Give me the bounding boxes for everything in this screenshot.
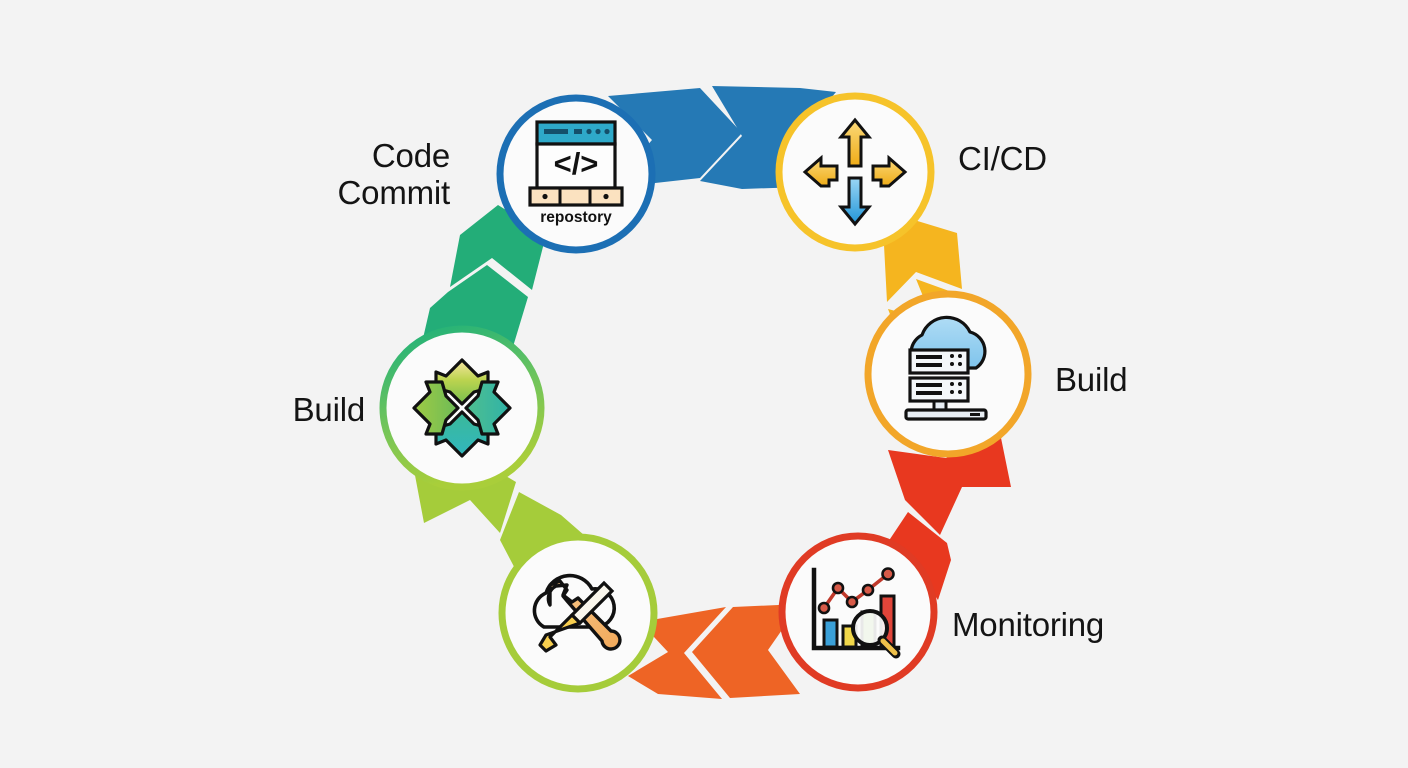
node-monitoring[interactable] (778, 532, 938, 692)
svg-text:</>: </> (554, 146, 599, 181)
repository-browser-icon: </> (528, 120, 624, 207)
arrow-monitor-to-ops (628, 604, 800, 699)
node-ci-cd[interactable] (775, 92, 935, 252)
screwdriver-icon (538, 580, 615, 653)
converging-arrows-icon (412, 358, 512, 458)
repository-icon-caption: repostory (540, 209, 612, 226)
node-code-commit[interactable]: </> repostory (496, 94, 656, 254)
cloud-server-icon (904, 315, 988, 421)
label-build-right: Build (1055, 361, 1128, 398)
four-way-arrows-icon (802, 117, 908, 227)
cloud-tools-icon (532, 573, 622, 653)
node-operate-tools[interactable] (498, 533, 658, 693)
label-ci-cd: CI/CD (958, 140, 1047, 177)
node-build-right[interactable] (864, 290, 1032, 458)
label-build-left: Build (292, 391, 366, 428)
label-monitoring: Monitoring (952, 606, 1105, 643)
node-build-left[interactable] (379, 325, 545, 491)
label-code-commit: Code Commit (337, 137, 451, 211)
analytics-magnifier-icon (811, 567, 901, 659)
